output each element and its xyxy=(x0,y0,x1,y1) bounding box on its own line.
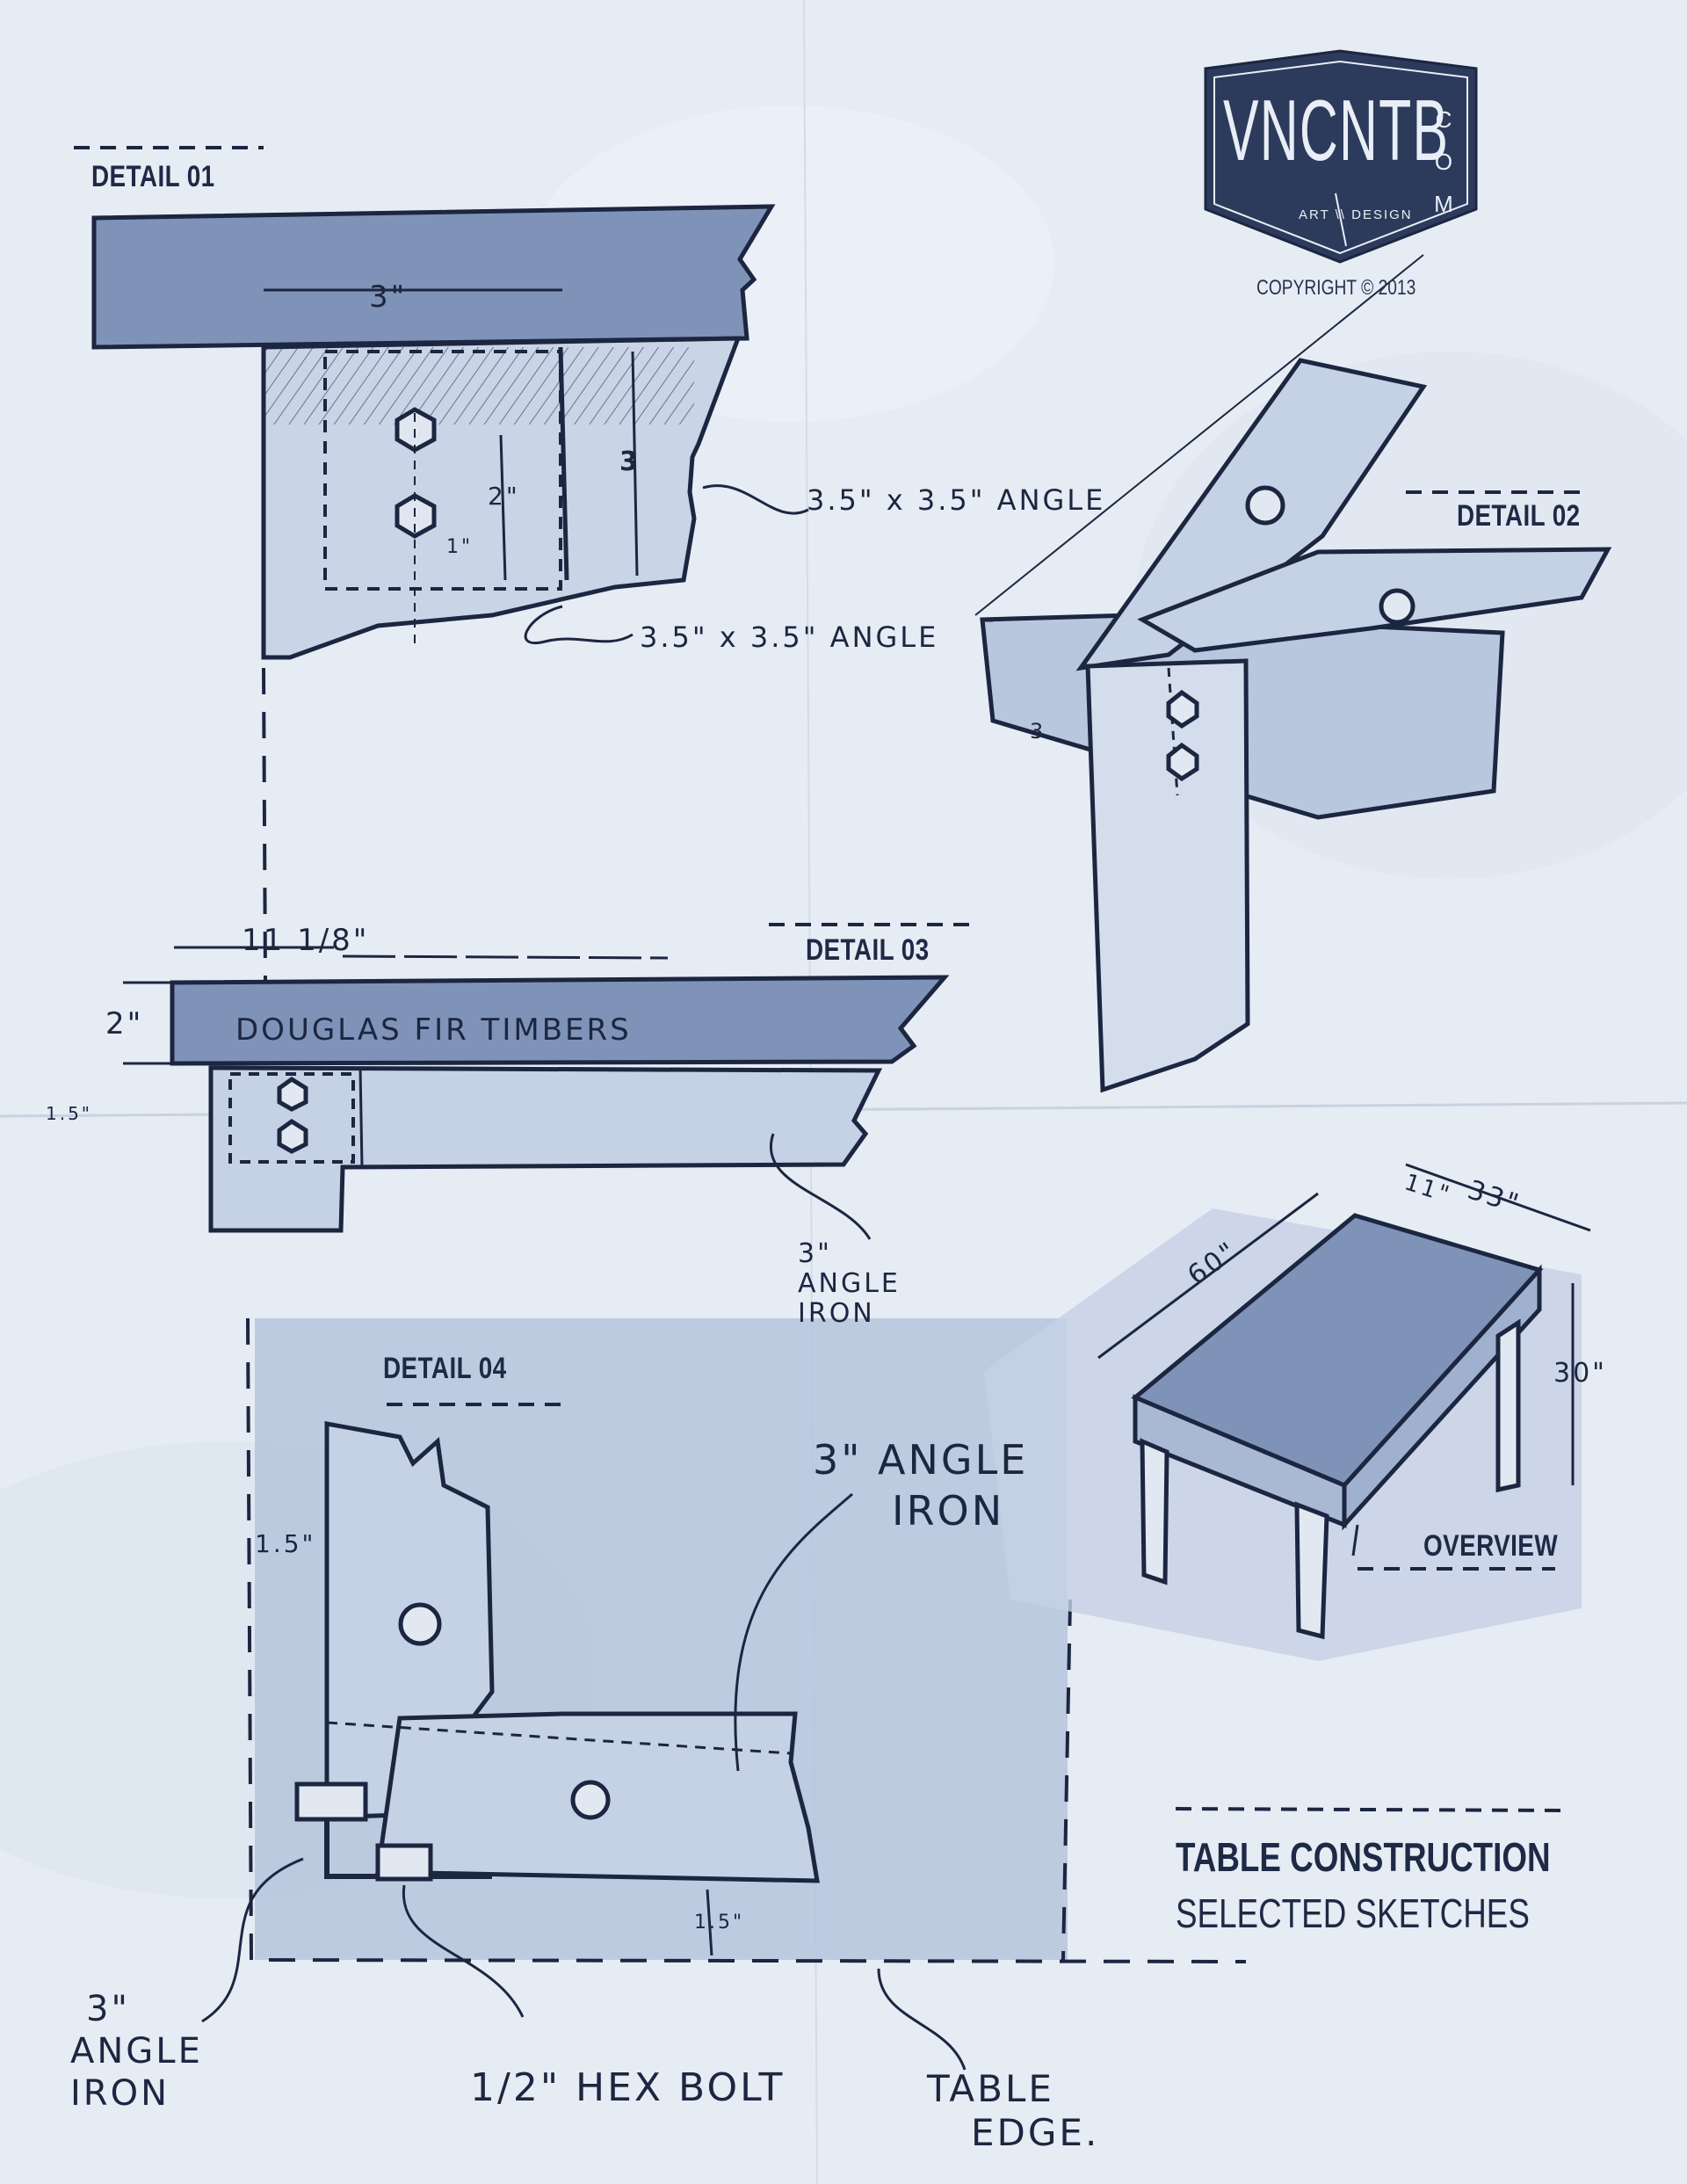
d03-callout-line-3: IRON xyxy=(798,1298,875,1329)
d04-angle-iron-top-line-2: IRON xyxy=(892,1487,1005,1535)
overview-drawing xyxy=(984,1163,1591,1661)
label-detail-03: DETAIL 03 xyxy=(806,933,930,967)
logo-wordmark: VNCNTB xyxy=(1223,82,1450,178)
d03-callout-line-2: ANGLE xyxy=(798,1268,901,1299)
logo-suffix-m: M xyxy=(1434,191,1453,217)
d03-callout: 3" ANGLE IRON xyxy=(798,1239,901,1329)
copyright: COPYRIGHT © 2013 xyxy=(1256,276,1416,300)
label-detail-01: DETAIL 01 xyxy=(91,160,215,193)
label-overview: OVERVIEW xyxy=(1423,1529,1559,1563)
d04-angle-iron-left-line-2: ANGLE xyxy=(70,2031,203,2072)
d04-table-edge-line-1: TABLE xyxy=(927,2067,1054,2110)
logo-badge xyxy=(1204,49,1478,264)
sheet-subtitle: SELECTED SKETCHES xyxy=(1176,1890,1530,1936)
d04-angle-iron-left-line-3: IRON xyxy=(70,2073,170,2114)
d04-table-edge: TABLE EDGE. xyxy=(927,2067,1099,2155)
footer-rule xyxy=(1175,1807,1563,1812)
d01-height: 3 xyxy=(619,446,641,477)
detail-01-drawing xyxy=(74,146,809,660)
d02-edge: 3 xyxy=(1030,719,1046,744)
d04-offset-left: 1.5" xyxy=(255,1529,316,1558)
d04-offset-bottom: 1.5" xyxy=(694,1912,745,1934)
d01-bolt-spacing: 2" xyxy=(488,482,520,511)
d01-width: 3" xyxy=(369,279,408,315)
d01-callout-upper: 3.5" x 3.5" ANGLE xyxy=(807,483,1106,517)
detail-04-drawing xyxy=(201,1317,1247,2071)
logo-tagline: ART \\ DESIGN xyxy=(1299,207,1413,222)
d03-offset: 1.5" xyxy=(46,1103,93,1124)
d01-callout-lower: 3.5" x 3.5" ANGLE xyxy=(640,620,939,654)
d04-hex-bolt: 1/2" HEX BOLT xyxy=(470,2065,786,2110)
d04-table-edge-line-2: EDGE. xyxy=(971,2111,1100,2154)
d03-thickness: 2" xyxy=(105,1006,144,1041)
detail-02-drawing xyxy=(974,254,1612,1093)
overview-height: 30" xyxy=(1553,1358,1607,1389)
d03-callout-line-1: 3" xyxy=(798,1238,832,1269)
d04-angle-iron-left: 3" ANGLE IRON xyxy=(70,1988,203,2115)
d03-length: 11 1/8" xyxy=(242,923,370,958)
d04-angle-iron-top-line-1: 3" ANGLE xyxy=(813,1436,1029,1484)
logo-suffix: C O M xyxy=(1430,98,1457,225)
detail-03-drawing xyxy=(123,667,971,1240)
d04-angle-iron-top: 3" ANGLE IRON xyxy=(813,1434,1028,1536)
d04-angle-iron-left-line-1: 3" xyxy=(86,1989,130,2029)
logo-suffix-o: O xyxy=(1434,149,1453,175)
logo-suffix-c: C xyxy=(1435,106,1452,133)
sheet-title: TABLE CONSTRUCTION xyxy=(1176,1834,1551,1880)
label-detail-02: DETAIL 02 xyxy=(1457,499,1581,533)
d03-timber: DOUGLAS FIR TIMBERS xyxy=(235,1012,632,1048)
d01-bolt-offset: 1" xyxy=(446,536,474,558)
label-detail-04: DETAIL 04 xyxy=(383,1352,507,1385)
